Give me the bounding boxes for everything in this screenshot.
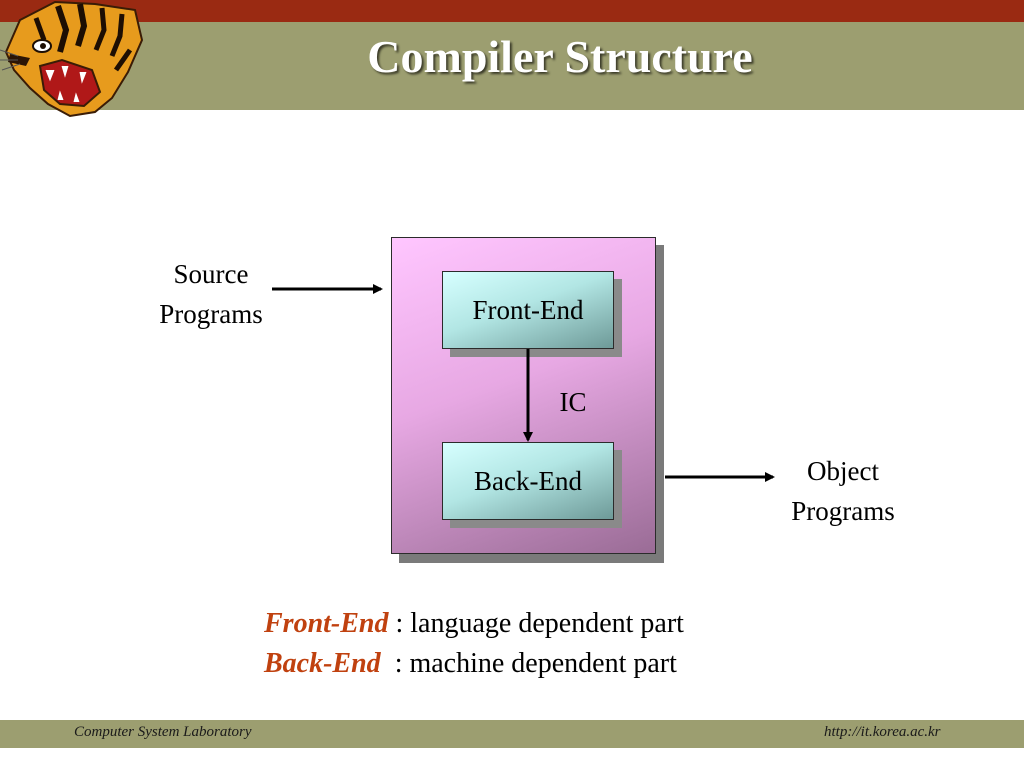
legend-item-back-end: Back-End : machine dependent part (264, 644, 684, 684)
legend-description: : language dependent part (388, 608, 684, 639)
back-end-label: Back-End (474, 465, 582, 496)
front-end-box: Front-End (442, 271, 614, 349)
source-label-line1: Source (173, 259, 249, 289)
legend: Front-End : language dependent part Back… (264, 604, 684, 684)
source-label-line2: Programs (159, 299, 263, 329)
legend-description: : machine dependent part (380, 648, 677, 679)
legend-term: Back-End (264, 648, 381, 679)
footer-lab-name: Computer System Laboratory (74, 724, 252, 740)
object-label-line2: Programs (791, 496, 895, 526)
header-top-band (0, 0, 1024, 22)
header-band (0, 22, 1024, 110)
legend-term: Front-End (264, 608, 389, 639)
source-programs-label: Source Programs (140, 254, 282, 334)
object-label-line1: Object (807, 456, 879, 486)
legend-item-front-end: Front-End : language dependent part (264, 604, 684, 644)
footer-url[interactable]: http://it.korea.ac.kr (824, 724, 941, 740)
object-programs-label: Object Programs (772, 451, 914, 531)
ic-label: IC (559, 387, 587, 417)
front-end-label: Front-End (472, 294, 584, 325)
slide-title: Compiler Structure (367, 31, 753, 82)
back-end-box: Back-End (442, 442, 614, 520)
tiger-head-icon (0, 0, 144, 118)
footer-band (0, 720, 1024, 748)
